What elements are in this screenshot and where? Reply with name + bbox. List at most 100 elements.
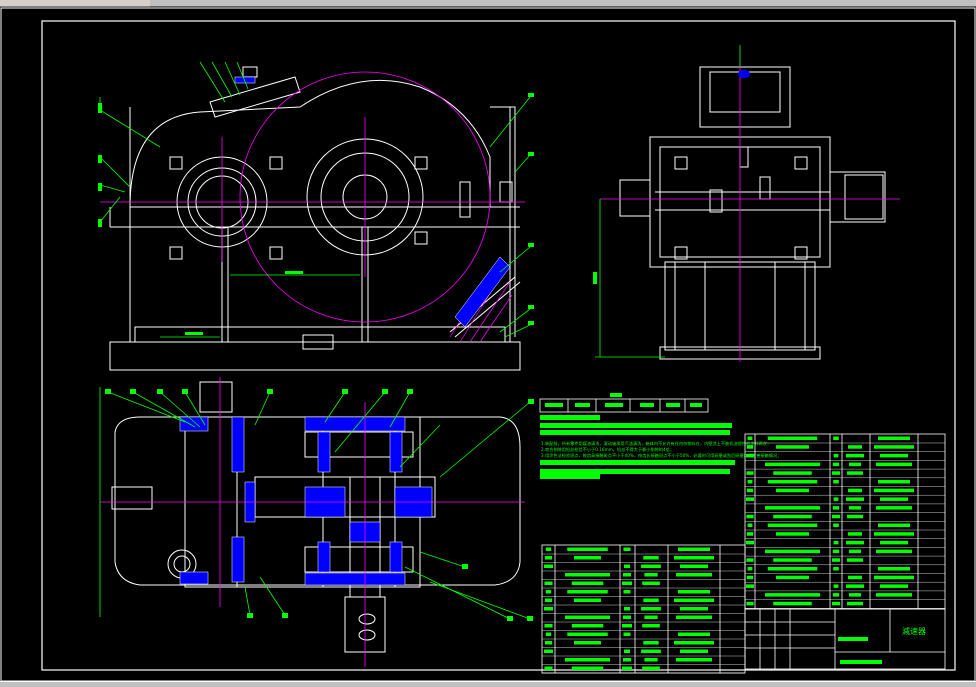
leader-tags xyxy=(98,93,622,621)
table-cell-mark xyxy=(676,615,712,619)
table-cell-mark xyxy=(746,488,754,493)
table-cell-mark xyxy=(833,480,839,484)
table-cell-mark xyxy=(833,453,839,458)
table-cell-mark xyxy=(833,523,839,527)
drawing-tab[interactable] xyxy=(0,0,151,7)
table-cell-mark xyxy=(680,564,708,568)
table-cell-mark xyxy=(622,581,632,585)
table-cell-mark xyxy=(765,506,820,510)
table-cell-mark xyxy=(574,556,601,560)
table-cell-mark xyxy=(746,575,754,580)
title-block xyxy=(744,608,946,670)
parts-list-right-rows xyxy=(745,442,945,609)
table-cell-mark xyxy=(544,666,553,670)
tech-notes-header xyxy=(539,398,709,413)
front-view-blue xyxy=(234,76,511,328)
table-cell-mark xyxy=(746,540,754,545)
status-bar xyxy=(0,681,976,687)
table-cell-mark xyxy=(849,462,861,467)
table-cell-mark xyxy=(878,480,910,484)
table-cell-mark xyxy=(776,532,809,536)
table-cell-mark xyxy=(571,581,604,585)
sheet-border xyxy=(0,7,976,682)
parts-list-bottom-rows xyxy=(542,553,745,674)
table-cell-mark xyxy=(644,573,658,577)
table-cell-mark xyxy=(833,436,839,440)
table-cell-mark xyxy=(747,523,753,527)
table-cell-mark xyxy=(767,480,818,484)
table-cell-mark xyxy=(544,607,553,611)
table-cell-mark xyxy=(849,593,861,597)
table-cell-mark xyxy=(874,532,914,536)
table-cell-mark xyxy=(544,624,553,628)
table-cell-mark xyxy=(567,547,608,551)
table-cell-mark xyxy=(847,471,863,475)
table-cell-mark xyxy=(544,598,553,602)
table-cell-mark xyxy=(746,584,754,588)
table-cell-mark xyxy=(571,666,604,670)
table-cell-mark xyxy=(747,480,753,484)
front-view xyxy=(109,66,521,371)
table-cell-mark xyxy=(642,624,660,628)
table-cell-mark xyxy=(747,567,753,571)
plan-view-centerlines xyxy=(100,377,525,667)
table-cell-mark xyxy=(680,607,708,611)
table-cell-mark xyxy=(642,581,660,585)
table-cell-mark xyxy=(545,547,552,551)
table-cell-mark xyxy=(678,632,710,636)
table-cell-mark xyxy=(574,598,601,602)
table-cell-mark xyxy=(644,658,658,662)
table-cell-mark xyxy=(876,506,912,510)
table-cell-mark xyxy=(623,615,631,619)
table-cell-mark xyxy=(544,556,553,560)
ruler-bar xyxy=(150,0,976,7)
tech-note-3: 3.用涂色法检验斑点，按齿高接触斑点不小于40%，按齿长接触斑点不小于50%，必… xyxy=(541,452,781,459)
table-cell-mark xyxy=(641,649,661,653)
tech-notes-bars xyxy=(540,403,735,479)
table-cell-mark xyxy=(832,549,840,554)
table-cell-mark xyxy=(846,497,864,501)
table-cell-mark xyxy=(544,649,553,653)
side-view-blue xyxy=(738,70,750,78)
table-cell-mark xyxy=(746,532,754,536)
parts-list-right-bars xyxy=(746,436,914,606)
drawing-frame xyxy=(41,20,956,671)
table-cell-mark xyxy=(767,436,818,440)
table-cell-mark xyxy=(674,556,714,560)
table-cell-mark xyxy=(833,584,839,588)
table-cell-mark xyxy=(544,581,553,585)
table-cell-mark xyxy=(746,453,754,458)
table-cell-mark xyxy=(767,567,818,571)
table-cell-mark xyxy=(832,462,840,467)
table-cell-mark xyxy=(846,540,864,545)
table-cell-mark xyxy=(848,532,862,536)
table-cell-mark xyxy=(565,615,610,619)
table-cell-mark xyxy=(623,573,631,577)
table-cell-mark xyxy=(765,593,820,597)
table-cell-mark xyxy=(641,564,661,568)
table-cell-mark xyxy=(623,632,631,636)
table-cell-mark xyxy=(571,624,604,628)
table-cell-mark xyxy=(876,549,912,554)
leader-lines xyxy=(99,61,531,620)
table-cell-mark xyxy=(832,471,840,475)
table-cell-mark xyxy=(880,497,908,501)
table-cell-mark xyxy=(874,488,914,493)
table-cell-mark xyxy=(746,445,754,449)
table-cell-mark xyxy=(644,615,658,619)
table-cell-mark xyxy=(876,593,912,597)
table-cell-mark xyxy=(545,632,552,636)
table-cell-mark xyxy=(643,598,659,602)
table-cell-mark xyxy=(680,649,708,653)
table-cell-mark xyxy=(641,607,661,611)
table-cell-mark xyxy=(773,514,812,519)
table-cell-mark xyxy=(643,641,659,645)
table-cell-mark xyxy=(544,564,553,568)
parts-list-bottom-bars xyxy=(544,547,714,670)
cad-canvas[interactable]: 1.装配前，所有零件用煤油清洗，滚动轴承用汽油清洗，箱体内不允许有任何杂物存在，… xyxy=(0,7,976,682)
table-cell-mark xyxy=(874,445,914,449)
tech-notes-text: 1.装配前，所有零件用煤油清洗，滚动轴承用汽油清洗，箱体内不允许有任何杂物存在，… xyxy=(541,440,781,459)
table-cell-mark xyxy=(874,575,914,580)
table-cell-mark xyxy=(765,549,820,554)
table-cell-mark xyxy=(642,666,660,670)
